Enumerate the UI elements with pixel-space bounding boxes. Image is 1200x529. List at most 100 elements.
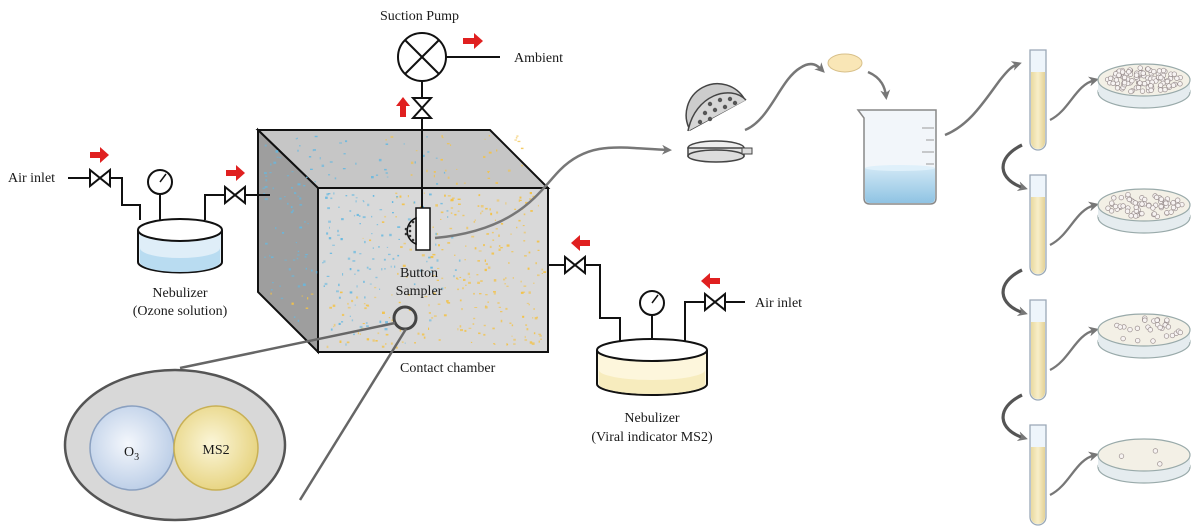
aerosol-particle [471, 235, 475, 238]
contact-chamber [255, 127, 551, 355]
aerosol-particle [307, 223, 309, 225]
aerosol-particle [401, 203, 405, 206]
red-arrow-icon [571, 235, 720, 289]
aerosol-particle [524, 255, 527, 257]
aerosol-particle [446, 143, 450, 145]
aerosol-particle [332, 304, 336, 307]
aerosol-particle [480, 205, 484, 208]
aerosol-particle [328, 237, 332, 240]
aerosol-particle [463, 278, 466, 281]
aerosol-particle [457, 328, 459, 331]
aerosol-particle [340, 238, 343, 241]
aerosol-particle [426, 260, 428, 263]
aerosol-particle [432, 275, 436, 277]
colony-dot [1126, 69, 1132, 75]
colony-dot [1170, 82, 1177, 88]
aerosol-particle [435, 204, 438, 207]
aerosol-particle [372, 195, 375, 197]
aerosol-particle [489, 245, 492, 248]
button-sampler-label-2: Sampler [396, 284, 443, 299]
aerosol-particle [345, 140, 348, 143]
aerosol-particle [357, 332, 359, 335]
aerosol-particle [459, 299, 462, 302]
aerosol-particle [355, 162, 357, 165]
aerosol-particle [392, 257, 395, 260]
colony-dot [1133, 204, 1139, 210]
aerosol-particle [322, 262, 324, 264]
aerosol-particle [336, 290, 339, 293]
button-sampler-label-1: Button [400, 266, 438, 281]
aerosol-particle [326, 232, 329, 235]
aerosol-particle [465, 245, 467, 247]
aerosol-particle [519, 196, 522, 199]
aerosol-particle [505, 307, 508, 310]
aerosol-particle [497, 302, 500, 304]
ms2-outlet-valve-icon [564, 254, 586, 276]
aerosol-particle [379, 320, 382, 324]
aerosol-particle [329, 252, 333, 254]
aerosol-particle [506, 244, 510, 247]
aerosol-particle [515, 137, 518, 139]
colony-dot [1177, 81, 1183, 87]
aerosol-particle [341, 218, 344, 221]
ozone-label-sub: 3 [134, 452, 139, 463]
aerosol-particle [488, 151, 492, 154]
aerosol-particle [376, 224, 379, 226]
aerosol-particle [264, 198, 268, 201]
aerosol-particle [444, 287, 446, 289]
aerosol-particle [409, 248, 412, 251]
aerosol-particle [288, 268, 291, 271]
aerosol-particle [483, 155, 486, 158]
aerosol-particle [465, 284, 467, 286]
aerosol-particle [403, 242, 406, 245]
aerosol-particle [329, 161, 333, 163]
aerosol-particle [407, 195, 409, 198]
colony-dot [1163, 200, 1169, 206]
aerosol-particle [477, 205, 480, 207]
aerosol-particle [484, 138, 486, 140]
aerosol-particle [483, 244, 485, 247]
aerosol-particle [441, 135, 443, 137]
aerosol-particle [433, 171, 436, 173]
aerosol-particle [347, 302, 349, 305]
aerosol-particle [303, 185, 306, 187]
aerosol-particle [272, 187, 275, 190]
aerosol-particle [480, 280, 483, 282]
aerosol-particle [453, 275, 455, 278]
aerosol-particle [349, 291, 353, 294]
aerosol-particle [457, 210, 460, 212]
aerosol-particle [491, 231, 494, 234]
aerosol-particle [351, 299, 354, 303]
aerosol-particle [308, 156, 312, 158]
aerosol-particle [372, 247, 374, 249]
flow-arrow-sampler-to-filter [434, 144, 672, 240]
aerosol-particle [385, 139, 387, 141]
colony-dot [1174, 75, 1180, 81]
aerosol-particle [470, 341, 473, 343]
aerosol-particle [508, 262, 510, 264]
aerosol-particle [355, 200, 357, 203]
aerosol-particle [529, 341, 533, 344]
aerosol-particle [474, 307, 478, 308]
aerosol-particle [381, 221, 385, 223]
aerosol-particle [371, 215, 373, 218]
aerosol-particle [421, 333, 425, 336]
aerosol-particle [457, 278, 459, 280]
aerosol-particle [446, 210, 449, 212]
aerosol-particle [437, 303, 441, 305]
aerosol-particle [446, 300, 449, 302]
aerosol-particle [540, 338, 542, 340]
aerosol-particle [488, 135, 491, 137]
colony-dot [1177, 329, 1183, 336]
colony-dot [1132, 200, 1138, 206]
aerosol-particle [466, 226, 469, 230]
aerosol-particle [342, 273, 344, 276]
aerosol-particle [520, 147, 524, 150]
aerosol-particle [496, 211, 499, 214]
colony-dot [1129, 78, 1135, 84]
aerosol-particle [506, 343, 508, 346]
gelatin-filter-icon [827, 53, 863, 73]
aerosol-particle [432, 292, 436, 294]
aerosol-particle [388, 253, 391, 256]
aerosol-particle [304, 221, 306, 223]
